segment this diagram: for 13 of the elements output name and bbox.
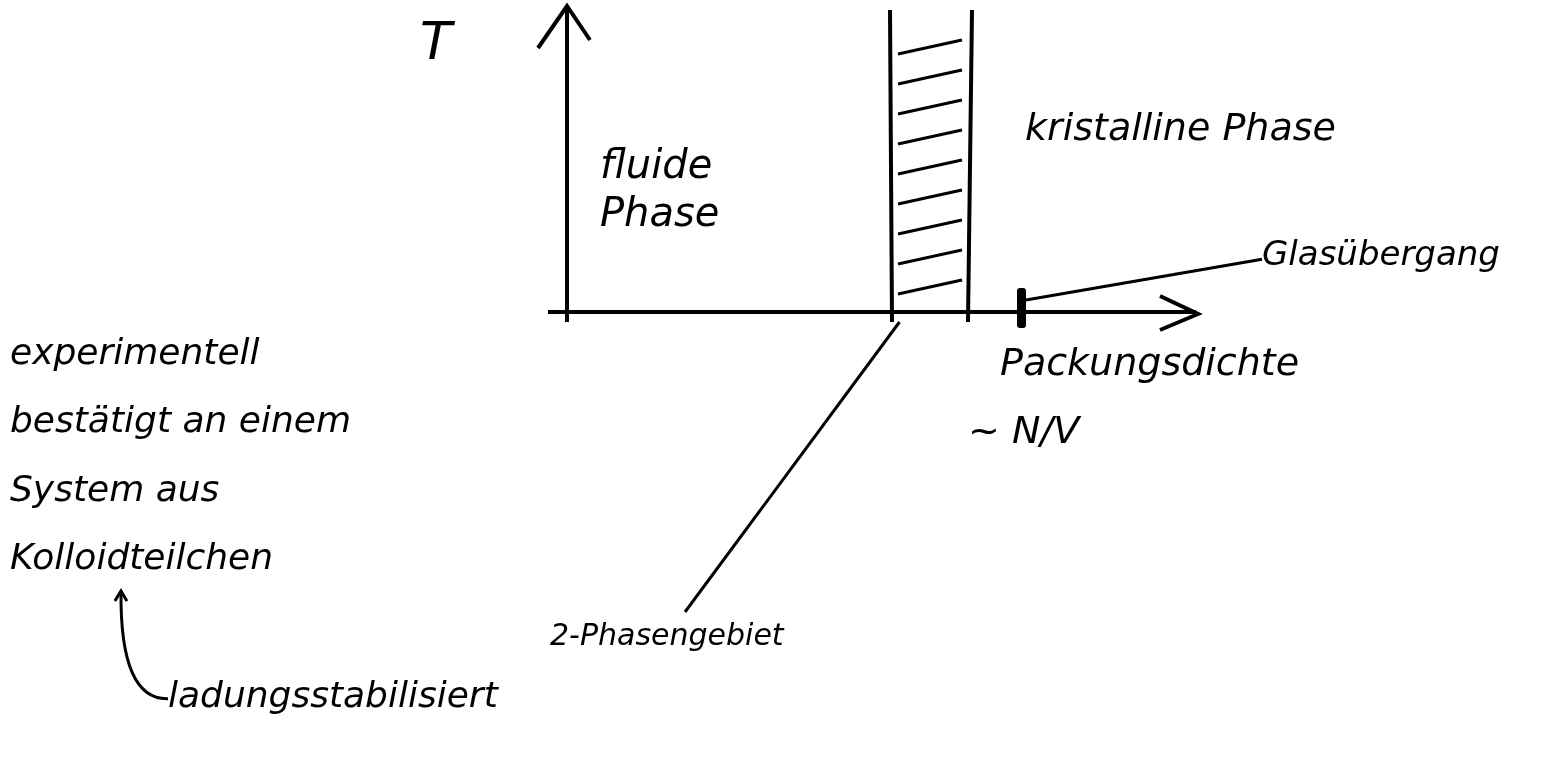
handwritten-label: kristalline Phase [1025,105,1336,151]
arrow [113,589,169,701]
handwritten-label: fluide Phase [600,140,721,236]
handwritten-label: ~ N/V [968,408,1080,454]
handwritten-note: experimentell bestätigt an einem System aus Kolloidteilchen [10,318,380,592]
leader-line [1025,257,1263,302]
leader-line [683,321,901,613]
tick-mark [1017,288,1026,328]
hatched-band [886,10,976,322]
handwritten-note: ladungsstabilisiert [168,668,548,724]
handwritten-label: Packungsdichte [1000,340,1300,386]
handwritten-note: Glasübergang [1262,228,1522,280]
handwritten-note: 2-Phasengebiet [550,612,850,660]
